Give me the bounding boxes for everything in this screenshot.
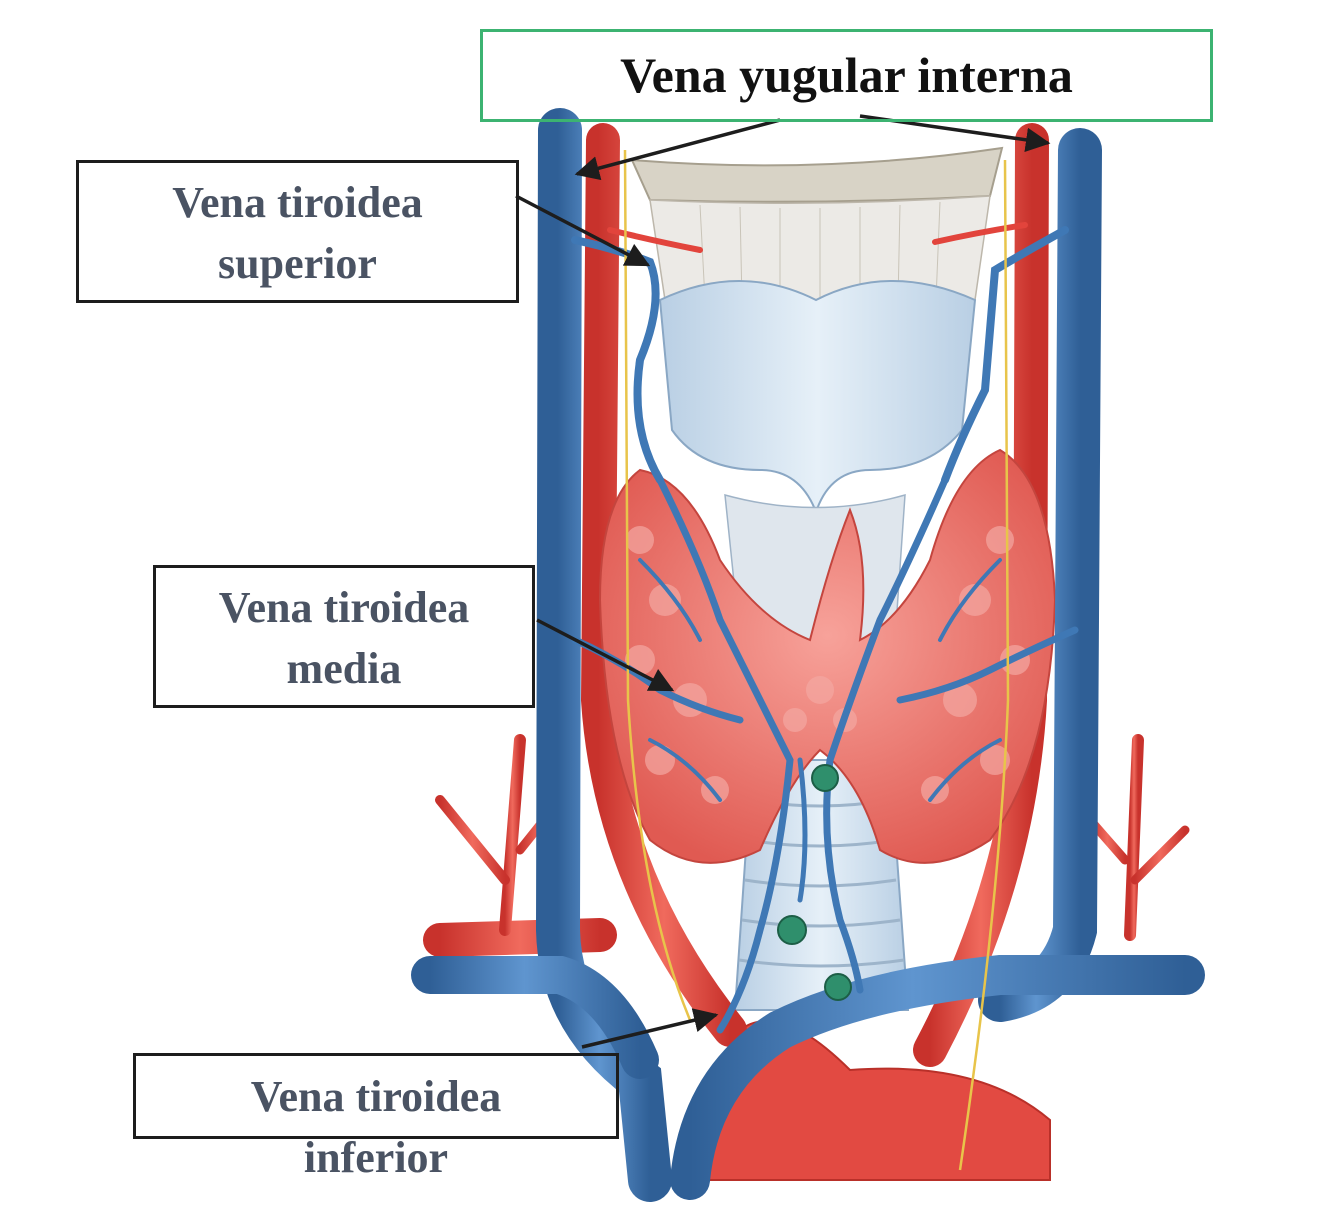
inferior-thyroid-label-line2: inferior [133, 1127, 619, 1188]
middle-thyroid-label: Vena tiroidea media [153, 577, 535, 699]
arrow-superior [516, 196, 648, 265]
thyroid-cartilage [660, 281, 975, 512]
middle-thyroid-label-line2: media [153, 638, 535, 699]
internal-jugular-label: Vena yugular interna [480, 44, 1213, 106]
inferior-thyroid-label: Vena tiroidea inferior [133, 1066, 619, 1188]
hyoid-bone [632, 148, 1002, 202]
superior-thyroid-label: Vena tiroidea superior [76, 172, 519, 294]
superior-thyroid-label-line1: Vena tiroidea [76, 172, 519, 233]
inferior-thyroid-label-line1: Vena tiroidea [133, 1066, 619, 1127]
middle-thyroid-label-line1: Vena tiroidea [153, 577, 535, 638]
superior-thyroid-label-line2: superior [76, 233, 519, 294]
